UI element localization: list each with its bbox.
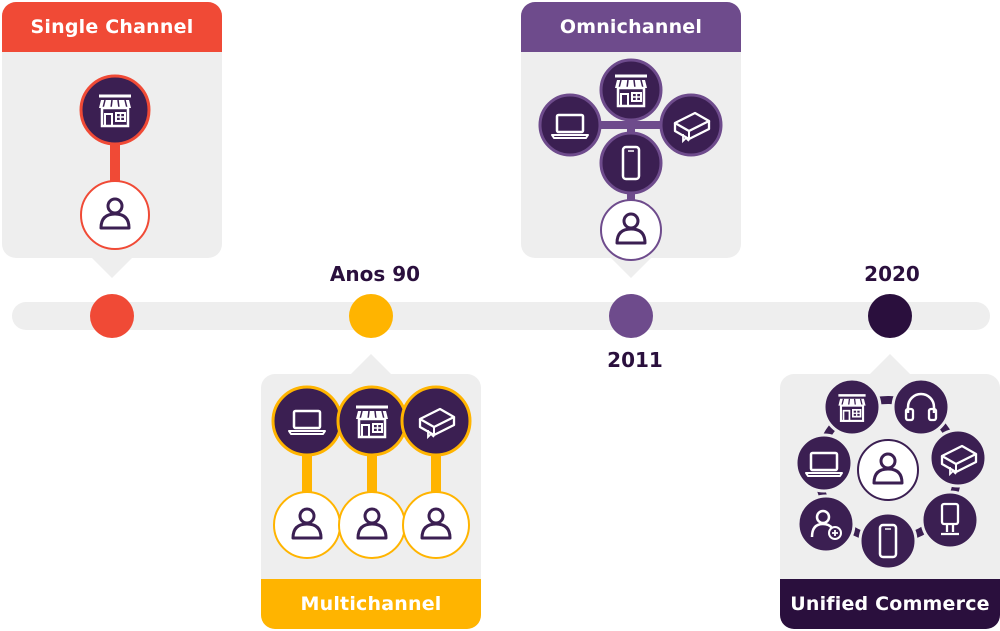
headphones-icon xyxy=(891,377,951,437)
unified-commerce-title: Unified Commerce xyxy=(790,593,990,615)
single-channel-header: Single Channel xyxy=(2,2,222,52)
store-icon xyxy=(79,74,151,146)
single-channel-pointer xyxy=(92,258,132,278)
multichannel-year: Anos 90 xyxy=(329,262,421,286)
multichannel-pointer xyxy=(351,354,391,374)
store-icon xyxy=(822,377,882,437)
kiosk-icon xyxy=(920,490,980,550)
omnichannel-year: 2011 xyxy=(607,348,663,372)
unified-commerce-year: 2020 xyxy=(864,262,920,286)
single-channel-title: Single Channel xyxy=(30,16,194,38)
laptop-icon xyxy=(271,385,343,457)
store-icon xyxy=(599,58,663,122)
omnichannel-dot xyxy=(609,294,653,338)
single-channel-dot xyxy=(90,294,134,338)
unified-commerce-pointer xyxy=(870,354,910,374)
omnichannel-pointer xyxy=(611,258,651,278)
phone-icon xyxy=(858,511,918,571)
multichannel-header: Multichannel xyxy=(261,579,481,629)
unified-commerce-header: Unified Commerce xyxy=(780,579,1000,629)
timeline-track xyxy=(12,302,990,330)
multichannel-dot xyxy=(349,294,393,338)
omnichannel-header: Omnichannel xyxy=(521,2,741,52)
store-icon xyxy=(336,385,408,457)
phone-icon xyxy=(599,131,663,195)
person-icon xyxy=(402,491,470,559)
multichannel-title: Multichannel xyxy=(300,593,442,615)
person-icon xyxy=(600,199,662,261)
add-user-icon xyxy=(796,494,856,554)
book-icon xyxy=(928,428,988,488)
book-icon xyxy=(400,385,472,457)
unified-commerce-dot xyxy=(868,294,912,338)
omnichannel-title: Omnichannel xyxy=(559,16,703,38)
person-icon xyxy=(273,491,341,559)
person-icon xyxy=(857,439,919,501)
book-icon xyxy=(659,93,723,157)
person-icon xyxy=(80,180,150,250)
laptop-icon xyxy=(538,93,602,157)
laptop-icon xyxy=(794,433,854,493)
person-icon xyxy=(338,491,406,559)
